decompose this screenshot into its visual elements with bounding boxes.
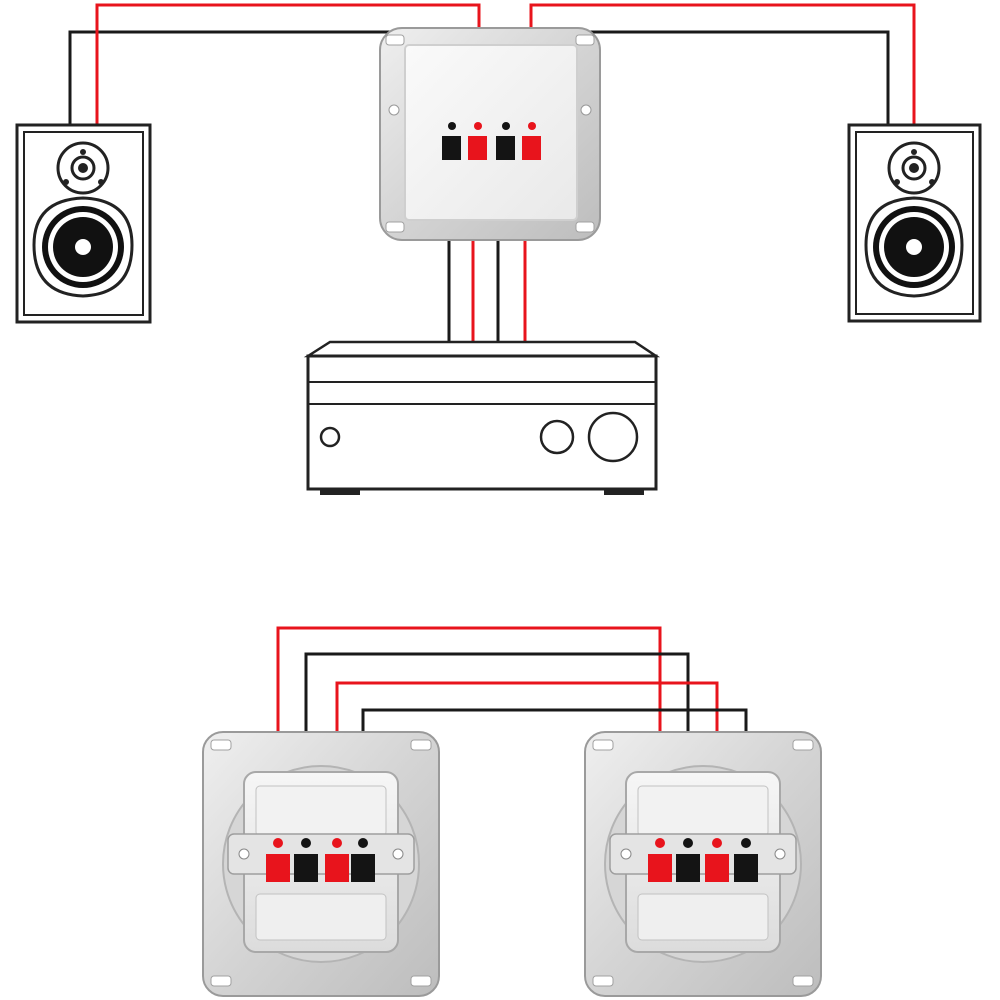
socket-b bbox=[584, 731, 822, 997]
terminal-icon bbox=[474, 122, 482, 130]
speaker-wall-socket-icon bbox=[202, 731, 440, 997]
terminal-icon bbox=[266, 854, 290, 882]
terminal-icon bbox=[351, 854, 375, 882]
terminal-icon bbox=[712, 838, 722, 848]
speaker-socket bbox=[379, 27, 601, 241]
terminal-icon bbox=[325, 854, 349, 882]
amplifier-wires bbox=[447, 225, 527, 344]
amplifier bbox=[303, 340, 661, 495]
terminal-icon bbox=[273, 838, 283, 848]
terminal-icon bbox=[332, 838, 342, 848]
terminal-icon bbox=[655, 838, 665, 848]
terminal-icon bbox=[468, 136, 487, 160]
terminal-icon bbox=[358, 838, 368, 848]
socket-a bbox=[202, 731, 440, 997]
terminal-icon bbox=[676, 854, 700, 882]
speaker-wall-socket-icon bbox=[584, 731, 822, 997]
terminal-block bbox=[442, 122, 541, 160]
socket-to-socket-connection bbox=[202, 626, 822, 997]
terminal-icon bbox=[741, 838, 751, 848]
terminal-icon bbox=[683, 838, 693, 848]
amplifier-icon bbox=[303, 340, 661, 495]
terminal-icon bbox=[648, 854, 672, 882]
terminal-icon bbox=[522, 136, 541, 160]
speaker-icon bbox=[847, 123, 982, 323]
terminal-icon bbox=[301, 838, 311, 848]
terminal-icon bbox=[448, 122, 456, 130]
terminal-block bbox=[648, 838, 758, 882]
left-speaker bbox=[15, 123, 152, 324]
speaker-wall-socket-icon bbox=[379, 27, 601, 241]
terminal-icon bbox=[705, 854, 729, 882]
terminal-icon bbox=[442, 136, 461, 160]
terminal-icon bbox=[294, 854, 318, 882]
terminal-icon bbox=[734, 854, 758, 882]
terminal-icon bbox=[496, 136, 515, 160]
speaker-icon bbox=[15, 123, 152, 324]
speaker-connection-setup bbox=[15, 3, 982, 495]
terminal-icon bbox=[502, 122, 510, 130]
terminal-block bbox=[266, 838, 375, 882]
terminal-icon bbox=[528, 122, 536, 130]
right-speaker bbox=[847, 123, 982, 323]
